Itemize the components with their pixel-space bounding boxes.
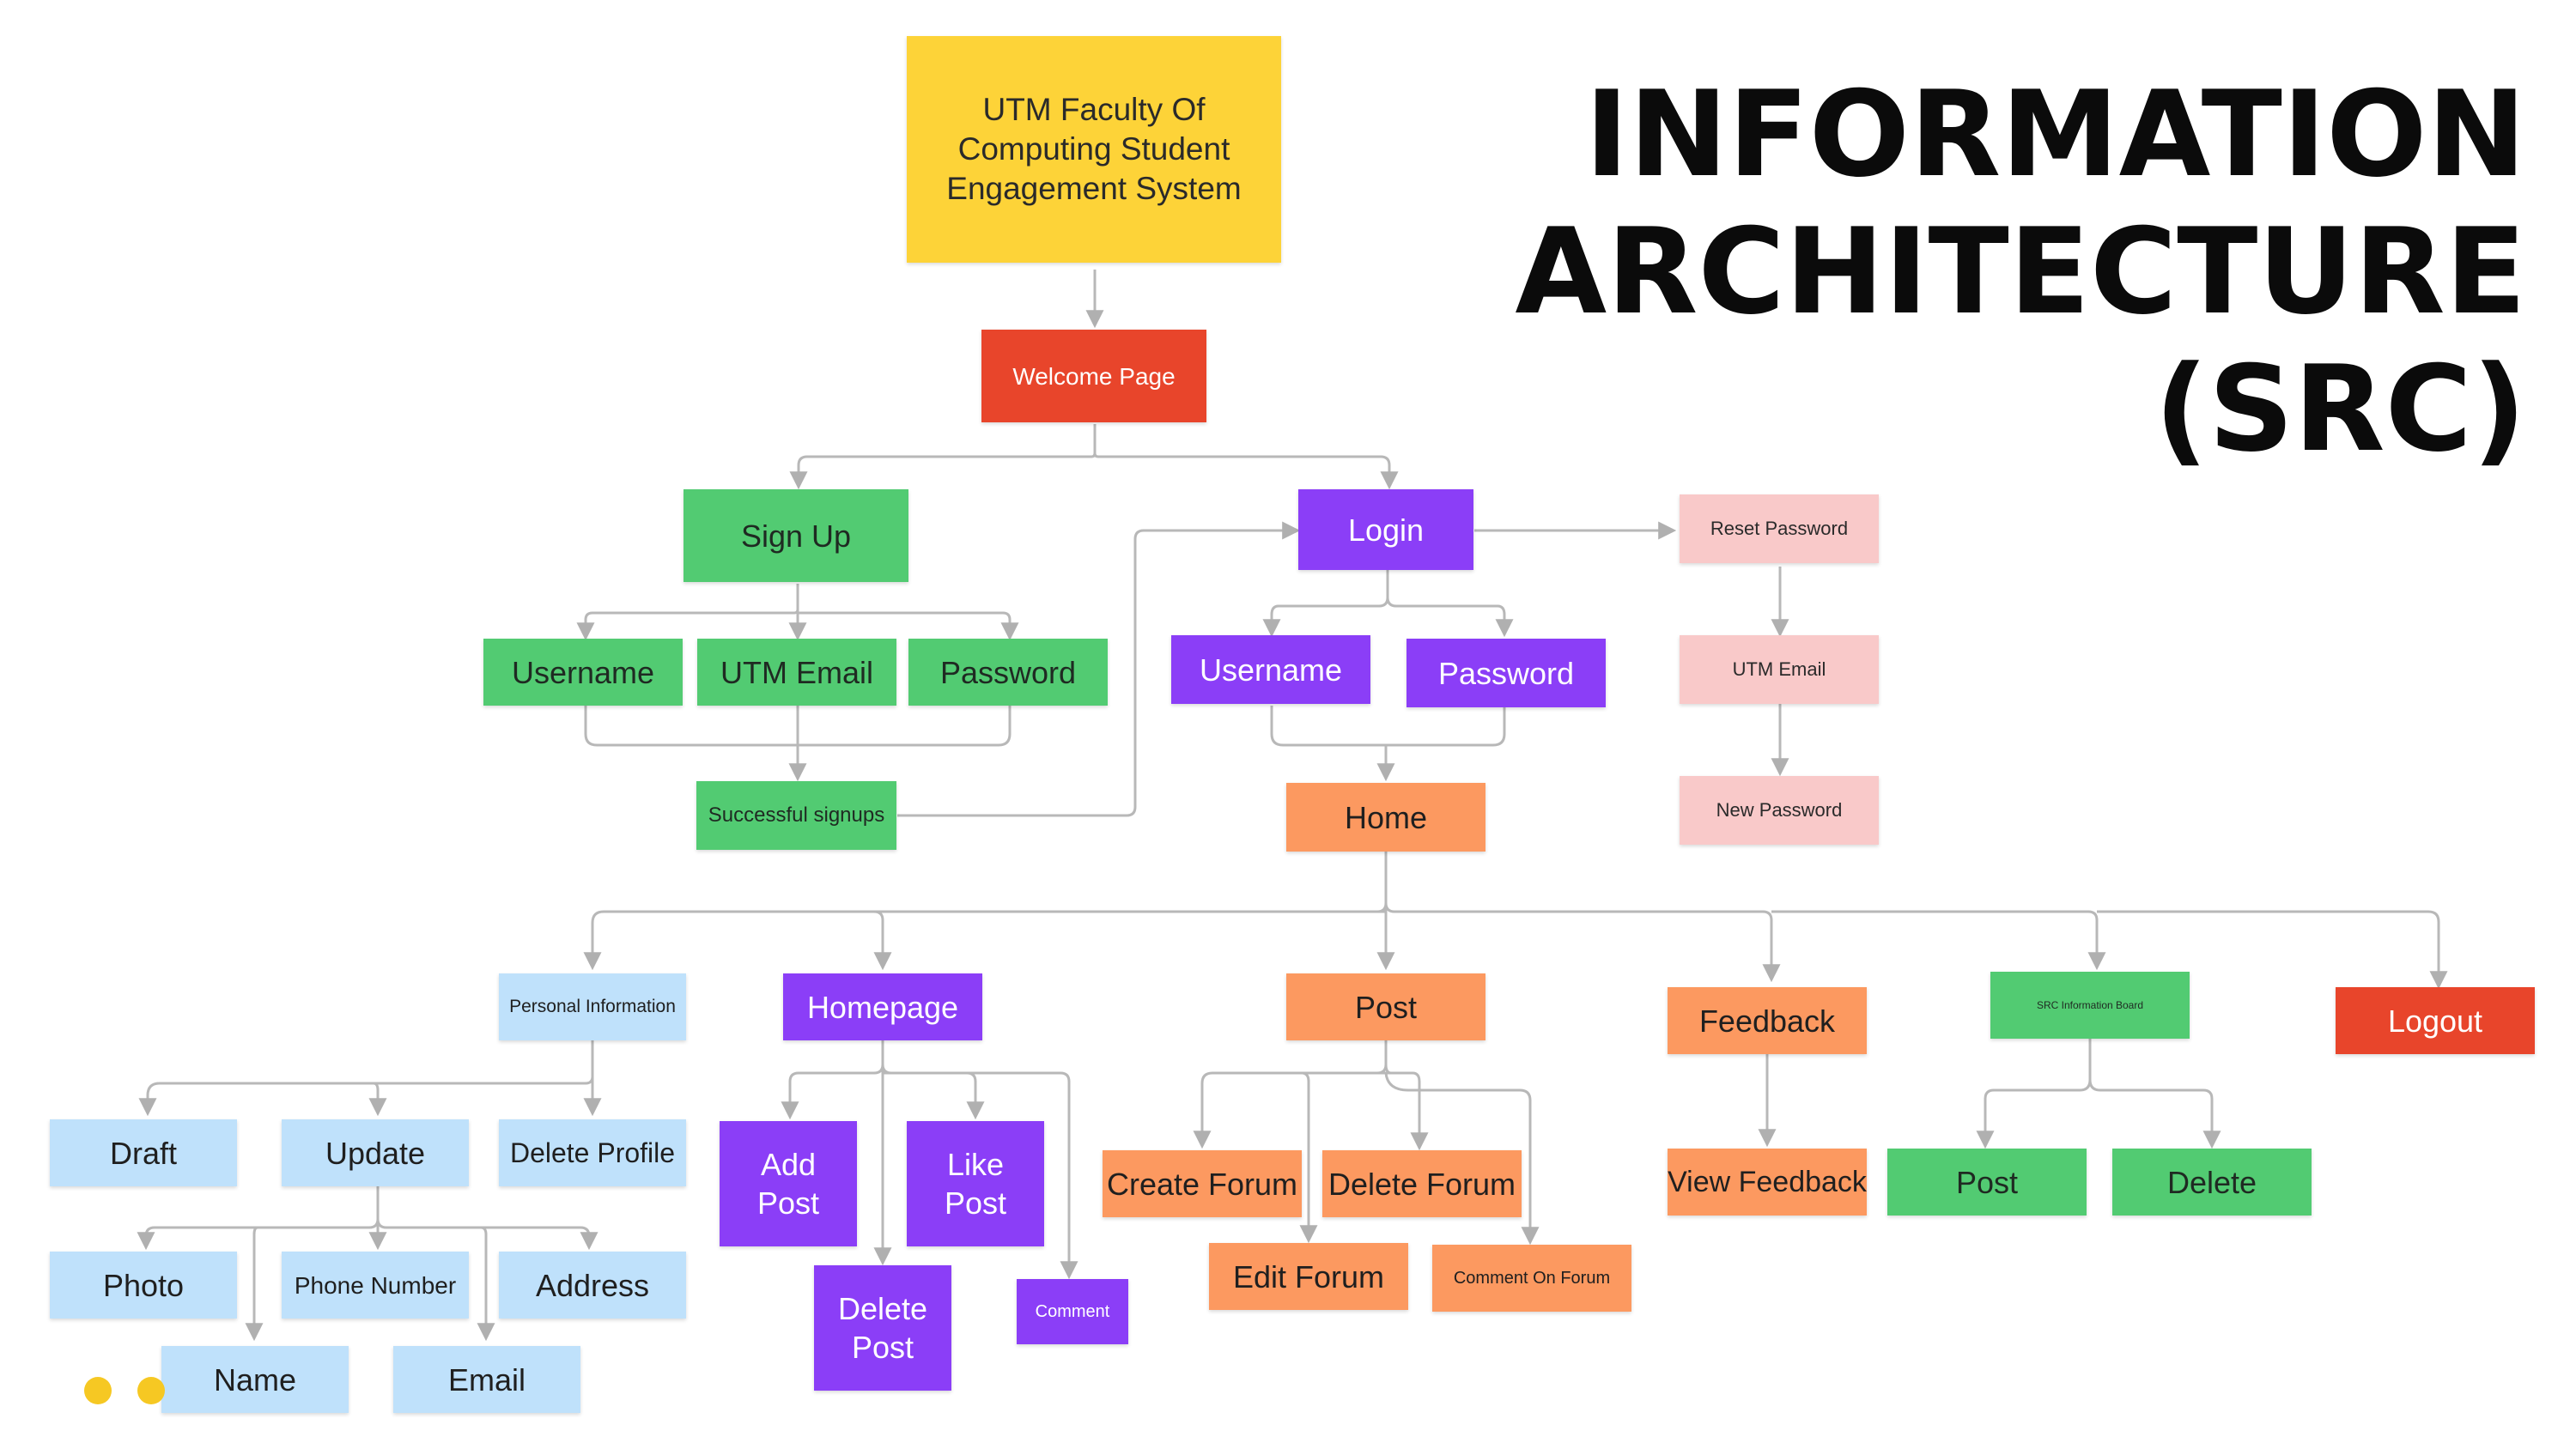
delete-post-node: Delete Post (814, 1265, 951, 1391)
comment-node: Comment (1017, 1279, 1128, 1344)
connector (789, 424, 1097, 490)
connector (1384, 1072, 1540, 1246)
connector (1976, 1039, 2092, 1149)
signup-utm-email-node: UTM Email (697, 639, 896, 706)
connector (576, 584, 799, 641)
connector (873, 910, 1386, 971)
name-node: Name (161, 1346, 349, 1413)
connector (1386, 1071, 1429, 1151)
connector (376, 1218, 598, 1251)
connector (1299, 1064, 1392, 1244)
connector (1771, 910, 2106, 971)
new-password-node: New Password (1680, 776, 1879, 845)
reset-utm-email-node: UTM Email (1680, 635, 1879, 704)
photo-node: Photo (50, 1252, 237, 1319)
phone-number-node: Phone Number (282, 1252, 469, 1319)
connector (245, 1226, 264, 1342)
connector (798, 611, 1019, 641)
login-node: Login (1298, 489, 1473, 570)
feedback-node: Feedback (1668, 987, 1867, 1054)
email-node: Email (393, 1346, 580, 1413)
delete-profile-node: Delete Profile (499, 1119, 686, 1186)
delete-forum-node: Delete Forum (1322, 1150, 1522, 1217)
connector (138, 1040, 594, 1117)
personal-information-node: Personal Information (499, 973, 686, 1040)
title-line-2: ARCHITECTURE (1515, 203, 2526, 341)
src-information-board-node: SRC Information Board (1990, 972, 2190, 1039)
draft-node: Draft (50, 1119, 237, 1186)
reset-password-node: Reset Password (1680, 494, 1879, 563)
connector (897, 521, 1301, 817)
board-post-node: Post (1887, 1149, 2087, 1216)
decorative-dot (84, 1377, 112, 1404)
signup-password-node: Password (908, 639, 1108, 706)
home-node: Home (1286, 783, 1485, 852)
connector (137, 1186, 380, 1251)
address-node: Address (499, 1252, 686, 1319)
create-forum-node: Create Forum (1103, 1150, 1302, 1217)
connector (1386, 597, 1514, 638)
logout-node: Logout (2336, 987, 2535, 1054)
connector (2088, 1079, 2221, 1149)
connector (1262, 570, 1389, 638)
like-post-node: Like Post (907, 1121, 1044, 1246)
add-post-node: Add Post (720, 1121, 857, 1246)
connector (1193, 1040, 1388, 1149)
login-username-node: Username (1171, 635, 1370, 704)
post-node: Post (1286, 973, 1485, 1040)
sign-up-node: Sign Up (683, 489, 908, 582)
title-line-3: (SRC) (2154, 340, 2526, 478)
edit-forum-node: Edit Forum (1209, 1243, 1408, 1310)
connector (583, 852, 1388, 971)
decorative-dot (137, 1377, 165, 1404)
connector (781, 1040, 884, 1120)
view-feedback-node: View Feedback (1668, 1149, 1867, 1216)
connector (368, 1082, 387, 1117)
root-node: UTM Faculty Of Computing Student Engagem… (907, 36, 1281, 263)
board-delete-node: Delete (2112, 1149, 2312, 1216)
connector (1270, 706, 1506, 747)
comment-on-forum-node: Comment On Forum (1432, 1245, 1631, 1312)
connector (1093, 452, 1399, 490)
update-node: Update (282, 1119, 469, 1186)
signup-username-node: Username (483, 639, 683, 706)
connector (477, 1226, 495, 1342)
login-password-node: Password (1406, 639, 1606, 707)
connector (883, 1071, 1078, 1280)
connector (1384, 902, 1781, 983)
title-line-1: INFORMATION (1584, 65, 2526, 203)
homepage-node: Homepage (783, 973, 982, 1040)
welcome-page-node: Welcome Page (981, 330, 1206, 422)
successful-signups-node: Successful signups (696, 781, 896, 850)
connector (2097, 910, 2448, 990)
